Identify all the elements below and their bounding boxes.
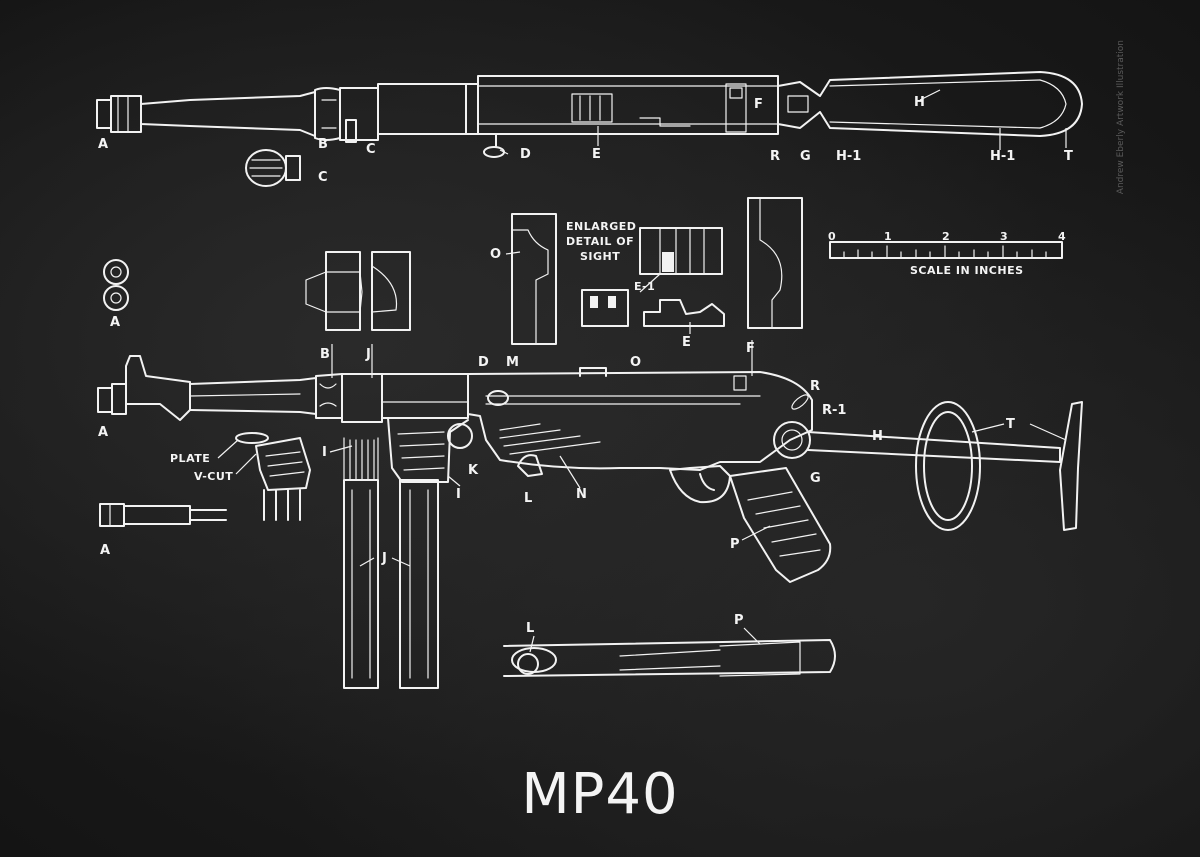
section-b [325, 251, 361, 331]
scale-caption: SCALE IN INCHES [910, 264, 1024, 277]
side-stock-loop [915, 401, 981, 531]
scale-tick-4: 4 [1058, 230, 1066, 243]
label-side-k: K [468, 463, 479, 478]
label-section-o: O [490, 247, 501, 262]
label-bolt-p: P [734, 613, 744, 628]
muzzle-side-lower [99, 503, 125, 527]
top-label-e: E [592, 147, 601, 162]
top-label-c2: C [318, 170, 328, 185]
label-side-l: L [524, 491, 532, 506]
side-receiver [467, 371, 813, 471]
sight-e1 [581, 289, 629, 327]
label-side-i2: I [456, 487, 461, 502]
label-side-o: O [630, 355, 641, 370]
label-sight-e: E [682, 335, 691, 350]
top-label-t: T [1064, 149, 1073, 164]
side-stock-pivot [773, 421, 811, 459]
side-magazine-well [387, 417, 469, 483]
side-muzzle [111, 383, 127, 415]
plate-label: PLATE [170, 452, 210, 465]
side-magazine-housing-top [381, 373, 469, 419]
label-side-a: A [98, 425, 108, 440]
label-side-n: N [576, 487, 587, 502]
side-cocking-knob [487, 390, 509, 406]
top-label-b: B [318, 137, 328, 152]
side-trigger-catch-l [517, 454, 543, 477]
label-bolt-l: L [526, 621, 534, 636]
label-side-r1: R-1 [822, 403, 846, 418]
sight-caption-line1: ENLARGED [566, 220, 636, 233]
top-muzzle-nut [110, 95, 142, 133]
label-side-h: H [872, 429, 883, 444]
side-stock-arm [807, 431, 1061, 463]
sight-caption-line2: DETAIL OF [566, 235, 634, 248]
section-f [747, 197, 803, 329]
label-side-r: R [810, 379, 820, 394]
detail-parts [99, 197, 1063, 527]
top-label-h1: H-1 [836, 149, 861, 164]
scale-tick-0: 0 [828, 230, 836, 243]
bolt-detail [503, 639, 836, 677]
label-side-m: M [506, 355, 519, 370]
label-side-d: D [478, 355, 489, 370]
top-folding-stock [777, 71, 1083, 137]
label-side-t: T [1006, 417, 1015, 432]
top-label-c: C [366, 142, 376, 157]
scale-tick-2: 2 [942, 230, 950, 243]
label-muzzle-front-a: A [110, 315, 120, 330]
top-barrel [140, 91, 316, 137]
scale-tick-3: 3 [1000, 230, 1008, 243]
label-side-j2: J [381, 551, 387, 566]
side-front-sight [125, 355, 191, 421]
label-lower-a: A [100, 543, 110, 558]
top-label-r: R [770, 149, 780, 164]
top-cocking-knob [483, 146, 505, 158]
muzzle-front-ring [103, 259, 129, 285]
section-o [511, 213, 557, 345]
top-label-a: A [98, 137, 108, 152]
label-side-f: F [746, 341, 755, 356]
vcut-label: V-CUT [194, 470, 233, 483]
label-side-b: B [320, 347, 330, 362]
sight-detail [639, 227, 723, 275]
sight-e [643, 299, 725, 327]
side-view-labels: A A A B J D M O F R R-1 H T G I I K J L … [98, 220, 1067, 653]
poster-title: MP40 [521, 762, 679, 827]
label-side-p: P [730, 537, 740, 552]
magazine-right [399, 479, 439, 689]
top-muzzle [96, 99, 112, 129]
magazine-left [343, 479, 379, 689]
top-label-f: F [754, 97, 763, 112]
top-receiver-tube [477, 75, 779, 135]
side-pistol-grip [729, 467, 832, 583]
side-buttplate [1059, 401, 1083, 531]
side-magazine-release-k [447, 423, 473, 449]
label-side-i: I [322, 445, 327, 460]
side-view [97, 355, 1083, 689]
top-label-h1b: H-1 [990, 149, 1015, 164]
scale-bar [829, 241, 1063, 259]
top-view-labels: A B C C D E F R G H H-1 H-1 T [98, 89, 1073, 185]
label-side-g: G [810, 471, 821, 486]
sight-caption-line3: SIGHT [580, 250, 620, 263]
side-trigger-guard [669, 465, 731, 504]
side-plate-detail [255, 437, 311, 491]
artist-credit: Andrew Eberly Artwork Illustration [1116, 40, 1126, 195]
top-label-g: G [800, 149, 811, 164]
top-label-d: D [520, 147, 531, 162]
top-label-h: H [914, 95, 925, 110]
top-bolt-c [345, 119, 357, 143]
top-view [96, 71, 1083, 187]
label-side-j: J [365, 347, 371, 362]
scale-tick-1: 1 [884, 230, 892, 243]
section-j [371, 251, 411, 331]
